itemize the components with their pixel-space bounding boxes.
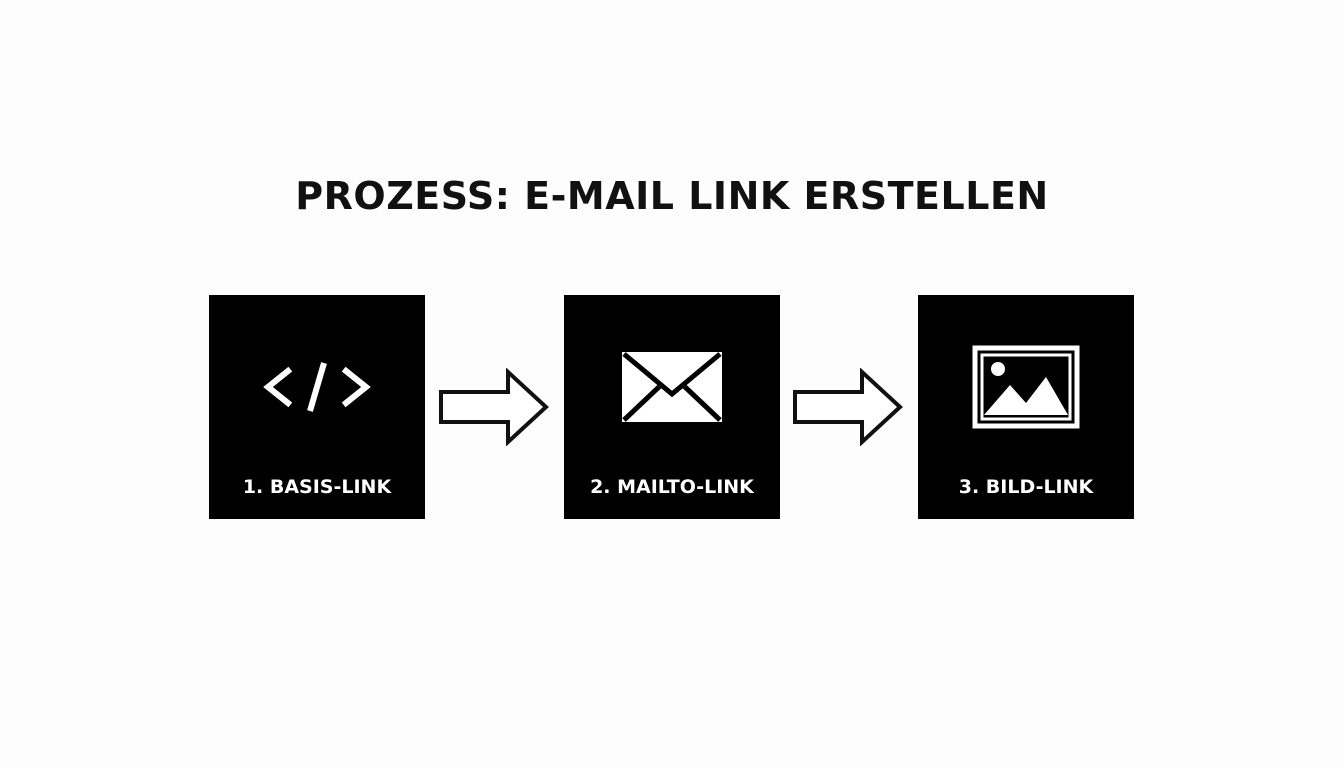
step-box-mailto-link: 2. MAILTO-LINK (564, 295, 780, 519)
step-box-basis-link: 1. BASIS-LINK (209, 295, 425, 519)
envelope-icon (564, 347, 780, 427)
step-label: 3. BILD-LINK (958, 476, 1094, 498)
code-icon (209, 347, 425, 427)
arrow-right-icon (438, 367, 550, 451)
diagram-title: PROZESS: E-MAIL LINK ERSTELLEN (295, 174, 1049, 218)
step-box-bild-link: 3. BILD-LINK (918, 295, 1134, 519)
image-icon (918, 345, 1134, 429)
arrow-right-icon (792, 367, 904, 451)
step-label: 2. MAILTO-LINK (590, 476, 754, 498)
step-label: 1. BASIS-LINK (242, 476, 392, 498)
